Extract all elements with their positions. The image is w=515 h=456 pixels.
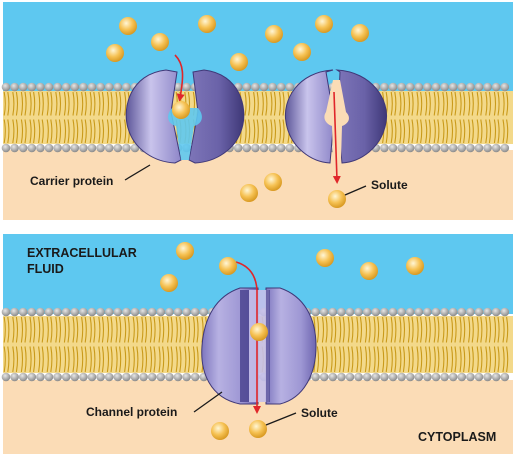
- solute-group: [106, 15, 369, 208]
- solute-particle: [176, 242, 194, 260]
- solute-particle: [293, 43, 311, 61]
- solute-particle: [360, 262, 378, 280]
- solute-label: Solute: [371, 178, 408, 192]
- solute-particle: [151, 33, 169, 51]
- extracellular-label-line2: FLUID: [27, 262, 64, 276]
- label-leader-line: [344, 185, 367, 196]
- solute-particle: [119, 17, 137, 35]
- top-panel: Carrier protein Solute: [1, 2, 513, 220]
- solute-particle: [230, 53, 248, 71]
- extracellular-region: [3, 2, 513, 96]
- label-leader-line: [265, 412, 297, 426]
- solute-particle: [106, 44, 124, 62]
- cytoplasm-label: CYTOPLASM: [418, 430, 496, 444]
- lipid-bilayer: [1, 82, 513, 153]
- solute-particle: [219, 257, 237, 275]
- transport-arrow: [332, 91, 341, 184]
- carrier-protein-open: [284, 69, 388, 164]
- solute-particle: [198, 15, 216, 33]
- transport-arrow: [235, 261, 261, 414]
- lipid-bilayer: [1, 307, 513, 382]
- label-leader-line: [124, 164, 151, 181]
- carrier-protein-label: Carrier protein: [30, 174, 113, 188]
- carrier-protein: [125, 69, 245, 164]
- solute-particle: [406, 257, 424, 275]
- solute-group: [160, 242, 424, 440]
- solute-particle: [250, 323, 268, 341]
- channel-protein: [201, 287, 317, 405]
- channel-protein-label: Channel protein: [86, 405, 177, 419]
- solute-particle: [351, 24, 369, 42]
- solute-particle: [316, 249, 334, 267]
- solute-particle: [328, 190, 346, 208]
- solute-particle: [265, 25, 283, 43]
- solute-particle: [160, 274, 178, 292]
- solute-particle: [240, 184, 258, 202]
- extracellular-label: EXTRACELLULAR: [27, 246, 137, 260]
- bottom-panel: EXTRACELLULAR FLUID Channel protein Solu…: [1, 234, 513, 454]
- cytoplasm-region: [3, 150, 513, 220]
- solute-label: Solute: [301, 406, 338, 420]
- solute-particle: [172, 101, 190, 119]
- transport-arrow: [174, 54, 185, 102]
- solute-particle: [211, 422, 229, 440]
- solute-particle: [249, 420, 267, 438]
- label-leader-line: [193, 391, 223, 413]
- solute-particle: [264, 173, 282, 191]
- solute-particle: [315, 15, 333, 33]
